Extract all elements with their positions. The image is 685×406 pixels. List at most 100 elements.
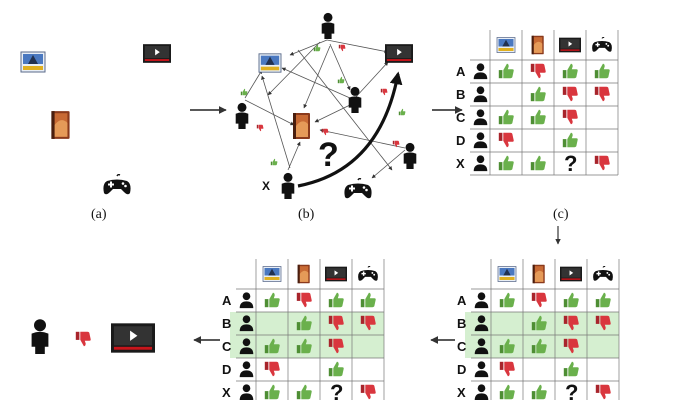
row-label: X — [456, 156, 465, 171]
thumbs-up-icon — [562, 63, 578, 79]
row-label: D — [222, 362, 232, 377]
edge-thumb-down — [380, 88, 388, 96]
user-icon — [473, 86, 488, 103]
matrix-panel-bottom-left — [230, 259, 385, 400]
row-label: C — [457, 339, 467, 354]
unknown-rating: ? — [330, 380, 344, 405]
thumbs-up-icon — [562, 132, 578, 148]
gamepad-icon — [343, 178, 373, 199]
edge-thumb-up — [337, 76, 345, 84]
book-icon — [532, 264, 545, 284]
gamepad-icon — [591, 37, 613, 53]
video-icon — [111, 323, 155, 353]
book-icon — [293, 113, 310, 139]
user-icon — [474, 384, 489, 400]
row-label: A — [457, 293, 467, 308]
gamepad-icon — [102, 174, 132, 195]
thumbs-up-icon — [264, 292, 280, 308]
matrix-panel-bottom-right — [465, 259, 620, 400]
game-icon — [262, 266, 282, 282]
user-icon — [239, 384, 254, 400]
row-label: X — [222, 385, 231, 400]
thumbs-up-icon — [563, 361, 579, 377]
user-x-label: X — [262, 179, 271, 193]
output-panel — [31, 319, 155, 354]
matrix-panel-c — [470, 30, 619, 176]
video-icon — [560, 266, 582, 282]
thumbs-up-icon — [530, 109, 546, 125]
thumbs-up-icon — [530, 86, 546, 102]
user-icon — [473, 132, 488, 149]
row-label: C — [222, 339, 232, 354]
edge-thumb-up — [398, 108, 406, 116]
user-node — [321, 12, 335, 39]
unknown-rating: ? — [564, 151, 578, 176]
unknown-rating: ? — [565, 380, 579, 405]
book-icon — [531, 35, 544, 55]
user-x-node — [281, 172, 295, 199]
video-icon — [325, 266, 347, 282]
user-icon — [239, 361, 254, 378]
thumbs-up-icon — [499, 292, 515, 308]
edge-thumb-down — [256, 124, 264, 132]
gamepad-icon — [592, 266, 614, 282]
user-icon — [474, 292, 489, 309]
row-label: B — [222, 316, 232, 331]
row-label: B — [456, 87, 466, 102]
thumbs-down-icon — [296, 292, 312, 308]
panel-b-label: (b) — [298, 207, 315, 222]
book-icon — [297, 264, 310, 284]
thumbs-down-icon — [264, 361, 280, 377]
user-icon — [474, 361, 489, 378]
user-node — [403, 142, 417, 169]
thumbs-down-icon — [530, 63, 546, 79]
thumbs-up-icon — [328, 361, 344, 377]
thumbs-up-icon — [595, 292, 611, 308]
edge-thumb-down — [338, 44, 346, 52]
thumbs-down-icon — [594, 155, 610, 171]
thumbs-up-icon — [296, 384, 312, 400]
output-rating-icon — [75, 331, 91, 347]
panel-a-label: (a) — [91, 207, 107, 222]
user-node — [348, 86, 362, 113]
row-label: D — [456, 133, 466, 148]
edge-thumb-up — [270, 158, 278, 166]
game-icon — [496, 37, 516, 53]
row-label: X — [457, 385, 466, 400]
game-icon — [20, 51, 46, 73]
thumbs-down-icon — [595, 384, 611, 400]
panel-a — [20, 44, 171, 195]
thumbs-up-icon — [498, 63, 514, 79]
video-icon — [559, 37, 581, 53]
thumbs-up-icon — [563, 292, 579, 308]
row-label: D — [457, 362, 467, 377]
edge-thumb-up — [313, 44, 321, 52]
thumbs-up-icon — [531, 384, 547, 400]
row-label: C — [456, 110, 466, 125]
thumbs-up-icon — [360, 292, 376, 308]
panel-b — [244, 39, 406, 188]
thumbs-down-icon — [360, 384, 376, 400]
user-node — [235, 102, 249, 129]
game-icon — [497, 266, 517, 282]
user-icon — [239, 292, 254, 309]
panel-c-label: (c) — [553, 207, 569, 222]
user-icon — [473, 109, 488, 126]
video-icon — [143, 44, 171, 63]
thumbs-up-icon — [328, 292, 344, 308]
thumbs-up-icon — [530, 155, 546, 171]
thumbs-down-icon — [562, 109, 578, 125]
thumbs-up-icon — [594, 63, 610, 79]
book-icon — [51, 111, 70, 139]
thumbs-up-icon — [498, 155, 514, 171]
thumbs-down-icon — [499, 361, 515, 377]
edge-thumb-down — [321, 128, 329, 136]
thumbs-up-icon — [264, 384, 280, 400]
thumbs-down-icon — [498, 132, 514, 148]
row-label: A — [456, 64, 466, 79]
game-icon — [258, 53, 282, 73]
user-x-icon — [31, 319, 49, 354]
thumbs-down-icon — [531, 292, 547, 308]
user-icon — [473, 63, 488, 80]
